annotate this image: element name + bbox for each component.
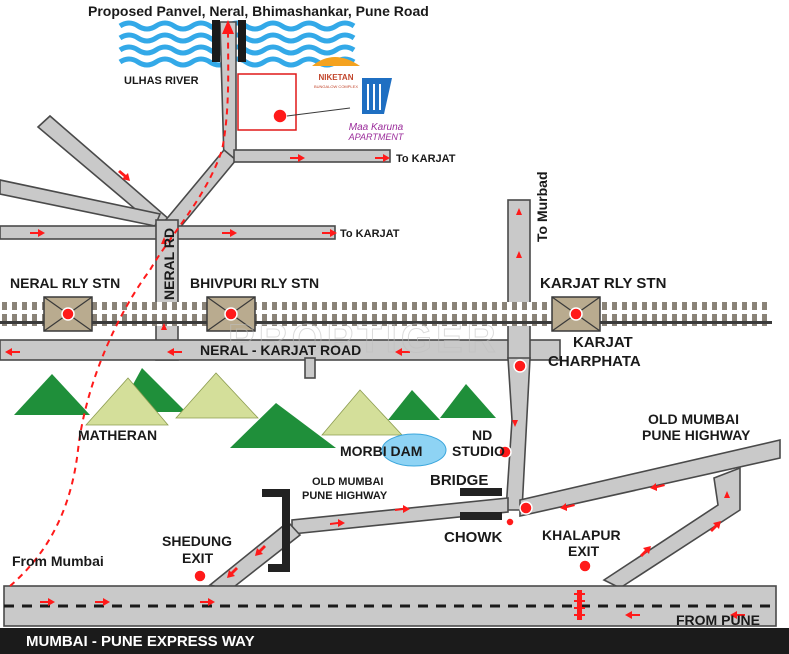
niketan-logo-text: NIKETAN [319, 73, 354, 82]
bridge-label: BRIDGE [430, 472, 488, 489]
road-to-murbad [507, 199, 531, 361]
old-highway-right-label-2: PUNE HIGHWAY [642, 427, 751, 443]
karjat-charphata-dot [513, 359, 527, 373]
railway-line [0, 302, 772, 326]
bridge-bar-top [460, 488, 502, 496]
shedung-overpass [262, 489, 290, 572]
shedung-label-2: EXIT [182, 550, 214, 566]
nd-studio-label-1: ND [472, 427, 492, 443]
route-arrow-icon [222, 20, 234, 34]
road-north-bend [162, 148, 238, 232]
expressway-label: MUMBAI - PUNE EXPRESS WAY [26, 633, 255, 650]
project-name: Maa Karuna [349, 122, 404, 133]
old-highway-right [519, 438, 781, 517]
expressway-band [0, 628, 789, 654]
road-to-karjat-upper [233, 149, 391, 163]
landmark-dots [193, 359, 592, 583]
khalapur-exit-dot [578, 559, 592, 573]
neral-station-icon [43, 296, 93, 332]
karjat-station-icon [551, 296, 601, 332]
neral-karjat-road-label: NERAL - KARJAT ROAD [200, 342, 361, 358]
bhivpuri-station-icon [206, 296, 256, 332]
niketan-logo: NIKETAN BUNGALOW COMPLEX [312, 57, 360, 89]
toll-plaza-icon [574, 590, 585, 620]
from-pune-label: FROM PUNE [676, 612, 760, 628]
bridge-pillar-left [212, 20, 220, 62]
bridge-bar-bottom [460, 512, 502, 520]
niketan-logo-subtext: BUNGALOW COMPLEX [314, 84, 358, 89]
ulhas-river [118, 20, 356, 68]
nd-studio-label-2: STUDIO [452, 443, 505, 459]
project-subname: APARTMENT [348, 132, 405, 142]
khalapur-label-1: KHALAPUR [542, 527, 621, 543]
old-highway-right-label-1: OLD MUMBAI [648, 411, 739, 427]
maa-karuna-logo: Maa Karuna APARTMENT [348, 78, 405, 142]
river-label: ULHAS RIVER [124, 75, 199, 87]
top-road-label: Proposed Panvel, Neral, Bhimashankar, Pu… [88, 3, 429, 19]
morbi-dam-label: MORBI DAM [340, 443, 422, 459]
khalapur-label-2: EXIT [568, 543, 600, 559]
old-highway-mid-label-2: PUNE HIGHWAY [302, 490, 388, 502]
watermark: PROPTIGER [228, 317, 500, 361]
shedung-exit-dot [193, 569, 207, 583]
nd-studio-dot [498, 445, 512, 459]
to-karjat-upper-label: To KARJAT [396, 153, 456, 165]
shedung-label-1: SHEDUNG [162, 533, 232, 549]
old-highway-mid-label-1: OLD MUMBAI [312, 476, 384, 488]
route-from-mumbai [9, 27, 230, 587]
neral-rd-label: NERAL RD [161, 228, 177, 300]
neral-station-label: NERAL RLY STN [10, 275, 120, 291]
from-mumbai-label: From Mumbai [12, 553, 104, 569]
neral-karjat-road [0, 339, 561, 361]
morbi-dam-water [381, 433, 447, 467]
chowk-dot [519, 501, 533, 515]
hills [14, 368, 496, 448]
karjat-charphata-label-1: KARJAT [573, 334, 633, 351]
karjat-station-label: KARJAT RLY STN [540, 275, 666, 292]
project-location-box [237, 73, 297, 131]
road-stub [304, 357, 316, 379]
bhivpuri-station-label: BHIVPURI RLY STN [190, 275, 319, 291]
project-location-pin [272, 108, 288, 124]
bridge-pillar-right [238, 20, 246, 62]
to-karjat-lower-label: To KARJAT [340, 228, 400, 240]
chowk-small-dot [505, 517, 515, 527]
chowk-label: CHOWK [444, 529, 502, 546]
matheran-label: MATHERAN [78, 427, 157, 443]
direction-arrows [5, 154, 745, 619]
to-murbad-label: To Murbad [534, 171, 550, 242]
road-charphata-south [505, 357, 531, 511]
karjat-charphata-label-2: CHARPHATA [548, 353, 641, 370]
